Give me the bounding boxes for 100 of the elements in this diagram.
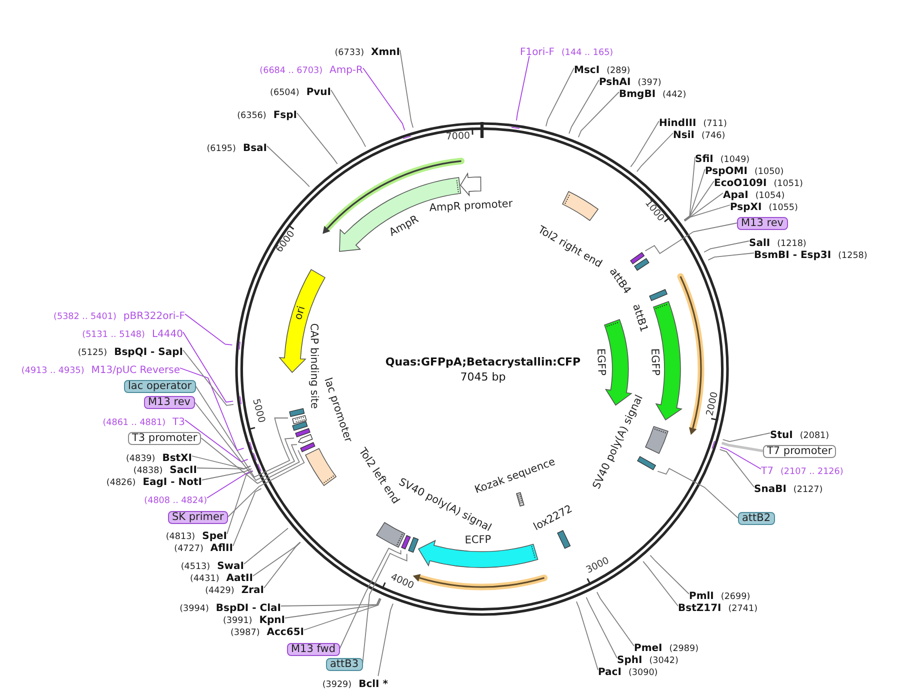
leader-line bbox=[266, 146, 310, 188]
leader-line bbox=[644, 222, 738, 254]
site-position: (4826) bbox=[106, 478, 136, 488]
enzyme-name: ZraI bbox=[241, 585, 264, 596]
site-position: (4813) bbox=[166, 532, 196, 542]
leader-line bbox=[362, 68, 412, 140]
site-position: (4513) bbox=[180, 562, 210, 572]
leader-line bbox=[284, 598, 381, 618]
enzyme-name: BmgBI bbox=[619, 89, 656, 100]
site-position: (6733) bbox=[334, 48, 364, 58]
enzyme-name: BspDI - ClaI bbox=[216, 603, 281, 614]
primer-name: pBR322ori-F bbox=[123, 311, 185, 322]
feature-marker bbox=[288, 407, 306, 418]
site-position: (1054) bbox=[755, 191, 785, 201]
enzyme-name: BstXI bbox=[162, 453, 192, 464]
site-position: (3042) bbox=[649, 656, 678, 666]
feature-marker bbox=[291, 420, 310, 432]
leader-line bbox=[578, 92, 620, 138]
leader-line bbox=[650, 554, 690, 594]
site-position: (3929) bbox=[322, 680, 352, 690]
leader-line bbox=[196, 466, 252, 470]
leader-line bbox=[330, 90, 366, 148]
site-position: (4431) bbox=[190, 574, 220, 584]
site-position: (397) bbox=[638, 78, 662, 88]
feature-marker bbox=[400, 534, 412, 550]
leader-line bbox=[684, 180, 714, 221]
enzyme-name: EagI - NotI bbox=[142, 477, 202, 488]
leader-line bbox=[378, 603, 394, 676]
site-position: (2081) bbox=[800, 431, 830, 441]
enzyme-name: BsaI bbox=[242, 143, 267, 154]
site-position: (2127) bbox=[793, 485, 823, 495]
feature-label: ori bbox=[292, 304, 308, 322]
site-position: (5125) bbox=[78, 348, 108, 358]
leader-line bbox=[264, 542, 301, 588]
site-position: (4838) bbox=[133, 466, 163, 476]
tick-label: 7000 bbox=[445, 132, 470, 143]
feature-label: Tol2 right end bbox=[536, 224, 604, 270]
leader-line bbox=[568, 80, 600, 134]
feature-marker bbox=[298, 440, 316, 453]
leader-line bbox=[684, 156, 696, 221]
leader-line bbox=[708, 252, 754, 261]
feature-marker bbox=[628, 250, 646, 266]
primer-position: (2107 .. 2126) bbox=[780, 467, 844, 477]
site-position: (1055) bbox=[768, 203, 798, 213]
enzyme-name: SnaBI bbox=[754, 484, 786, 495]
site-position: (6195) bbox=[206, 144, 236, 154]
leader-line bbox=[339, 548, 402, 650]
enzyme-name: HindIII bbox=[659, 118, 696, 129]
leader-line bbox=[194, 402, 296, 481]
site-position: (1051) bbox=[774, 179, 803, 189]
leader-line bbox=[182, 350, 234, 406]
feature-marker bbox=[294, 426, 312, 438]
site-position: (1050) bbox=[754, 167, 784, 177]
enzyme-name: SacII bbox=[170, 465, 197, 476]
leader-line bbox=[184, 314, 240, 350]
enzyme-name: BspQI - SapI bbox=[114, 347, 183, 358]
leader-line bbox=[184, 420, 257, 462]
feature-tag: SK primer bbox=[168, 510, 228, 524]
feature-label: attB1 bbox=[630, 302, 650, 334]
enzyme-name: AflII bbox=[210, 543, 233, 554]
feature-tag: M13 rev bbox=[144, 396, 195, 408]
site-position: (442) bbox=[662, 90, 686, 100]
enzyme-name: PshAI bbox=[599, 77, 631, 88]
enzyme-name: SpeI bbox=[202, 531, 227, 542]
site-position: (289) bbox=[606, 66, 630, 76]
site-position: (3994) bbox=[180, 604, 209, 614]
leader-line bbox=[195, 386, 290, 478]
primer-position: (144 .. 165) bbox=[561, 48, 614, 58]
leader-line bbox=[630, 120, 660, 168]
site-position: (2741) bbox=[728, 604, 758, 614]
leader-line bbox=[712, 440, 762, 470]
site-position: (3991) bbox=[222, 616, 252, 626]
enzyme-name: PmeI bbox=[634, 643, 662, 654]
enzyme-name: BclI * bbox=[358, 679, 388, 690]
site-position: (4429) bbox=[205, 586, 234, 596]
enzyme-name: PacI bbox=[598, 667, 622, 678]
leader-line bbox=[192, 456, 251, 470]
enzyme-name: PspOMI bbox=[705, 166, 748, 177]
leader-line bbox=[636, 132, 674, 172]
plasmid-size: 7045 bp bbox=[460, 370, 506, 384]
enzyme-name: KpnI bbox=[259, 615, 285, 626]
tick-label: 3000 bbox=[584, 556, 611, 576]
primer-position: (4808 .. 4824) bbox=[144, 496, 207, 506]
feature-tag: lac operator bbox=[124, 380, 196, 392]
enzyme-name: StuI bbox=[770, 430, 793, 441]
leader-line bbox=[252, 542, 301, 576]
feature-marker bbox=[636, 455, 658, 472]
leader-line bbox=[586, 596, 618, 658]
enzyme-name: FspI bbox=[273, 110, 297, 121]
feature-tag: T3 promoter bbox=[128, 432, 202, 444]
enzyme-name: SphI bbox=[617, 655, 642, 666]
enzyme-name: Acc65I bbox=[266, 627, 304, 638]
feature-label: EGFP bbox=[648, 348, 662, 376]
primer-position: (4861 .. 4881) bbox=[102, 418, 166, 428]
site-position: (1258) bbox=[838, 251, 868, 261]
enzyme-name: BstZ17I bbox=[678, 603, 722, 614]
feature-tag: M13 rev bbox=[737, 216, 788, 230]
leader-line bbox=[596, 592, 634, 646]
leader-line bbox=[642, 561, 678, 606]
primer-name: F1ori-F bbox=[520, 47, 554, 58]
